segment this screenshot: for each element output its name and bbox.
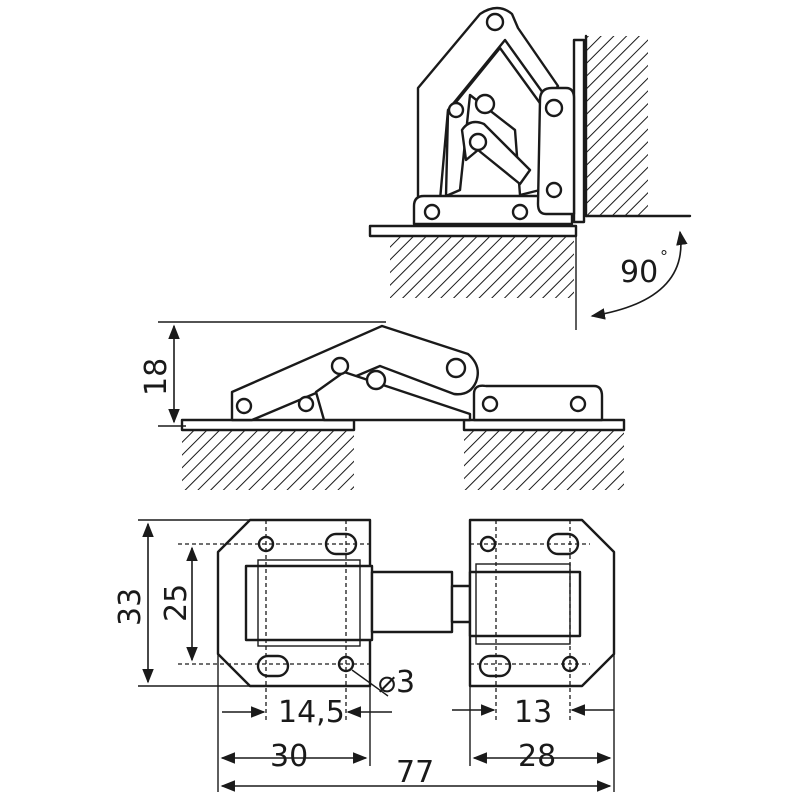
left-width-label: 30: [270, 739, 308, 774]
pivot-top: [485, 12, 505, 32]
body-connector: [370, 570, 454, 634]
angle-arc: [590, 230, 688, 320]
screw-hole-base-1: [423, 203, 441, 221]
closed-right-block: [472, 384, 604, 422]
right-width-label: 28: [518, 739, 556, 774]
base-panel-hatch: [390, 236, 574, 298]
wall-plate: [572, 38, 586, 224]
angle-label: 90: [620, 255, 658, 290]
hinge-arm-outer: [416, 6, 560, 202]
pivot-e: [545, 181, 563, 199]
closed-pivot-2: [297, 395, 315, 413]
hole-diameter-label: ⌀3: [378, 665, 415, 700]
body-joint: [450, 584, 472, 624]
closed-pivot-5: [445, 357, 467, 379]
closed-pivot-4: [365, 369, 387, 391]
left-plate: [180, 418, 356, 432]
left-panel-hatch: [182, 430, 354, 490]
total-width-label: 77: [396, 755, 434, 790]
pivot-d: [544, 98, 564, 118]
wall-hatch: [586, 36, 648, 216]
angle-degree: °: [660, 247, 668, 266]
closed-arm-long: [230, 324, 479, 422]
hole-right-bottom-slot: [478, 654, 512, 678]
screw-hole-base-2: [511, 203, 529, 221]
open-hinge-view: 90 °: [368, 6, 692, 330]
right-plate: [462, 418, 626, 432]
pivot-c: [468, 132, 488, 152]
hole-spacing-label: 25: [159, 584, 194, 622]
closed-pivot-7: [569, 395, 587, 413]
pivot-a: [447, 101, 465, 119]
hole-offset-right-label: 13: [514, 695, 552, 730]
hole-offset-left-label: 14,5: [278, 695, 345, 730]
body-right: [468, 570, 582, 638]
height-label: 18: [139, 358, 174, 396]
body-left-inner: [257, 559, 361, 647]
hinge-wall-bracket: [536, 86, 576, 216]
right-panel-hatch: [464, 430, 624, 490]
closed-hinge-view: 18: [139, 321, 626, 490]
base-plate: [368, 224, 578, 238]
closed-pivot-3: [330, 356, 350, 376]
closed-pivot-6: [481, 395, 499, 413]
closed-pivot-1: [235, 397, 253, 415]
hole-left-bottom-slot: [256, 654, 290, 678]
pivot-b: [474, 93, 496, 115]
body-left: [244, 564, 374, 642]
plan-view: 33 25 ⌀3 14,5 13 30 28 77: [113, 518, 616, 792]
plate-height-label: 33: [113, 588, 148, 626]
closed-arm-short: [314, 370, 472, 422]
